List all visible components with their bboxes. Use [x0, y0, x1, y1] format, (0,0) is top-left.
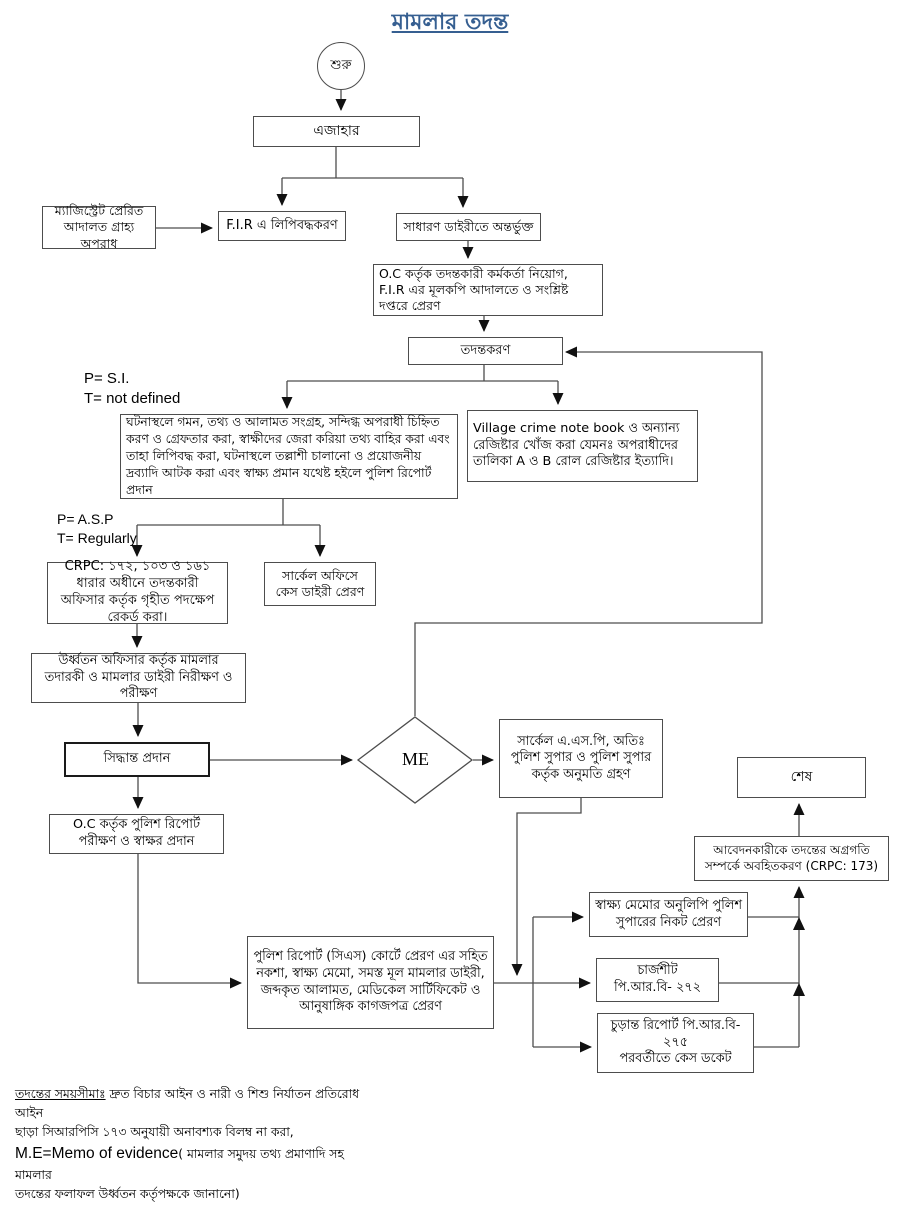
fir-record-box: F.I.R এ লিপিবদ্ধকরণ — [218, 211, 346, 241]
footer-line-3: M.E=Memo of evidence( মামলার সমুদয় তথ্য… — [15, 1145, 344, 1183]
circle-office-case-diary-box: সার্কেল অফিসে কেস ডাইরী প্রেরণ — [264, 562, 376, 606]
police-report-cs-court-box: পুলিশ রিপোর্ট (সিএস) কোর্টে প্রেরণ এর সহ… — [247, 936, 494, 1029]
evidence-memo-copy-box: স্বাক্ষ্য মেমোর অনুলিপি পুলিশ সুপারের নি… — [589, 892, 748, 937]
me-decision-diamond — [356, 716, 474, 804]
footer-line-4: তদন্তের ফলাফল উর্ধ্বতন কর্তৃপক্ষকে জানান… — [15, 1187, 240, 1202]
end-node: শেষ — [737, 757, 866, 798]
crpc-record-box: CRPC: ১৭২, ১০৩ ও ১৬১ ধারার অধীনে তদন্তকা… — [47, 559, 228, 625]
scene-actions-box: ঘটনাস্থলে গমন, তথ্য ও আলামত সংগ্রহ, সন্দ… — [120, 414, 458, 499]
village-crime-notebook-box: Village crime note book ও অন্যান্য রেজিষ… — [467, 410, 698, 482]
final-report-box: চুড়ান্ত রিপোর্ট পি.আর.বি- ২৭৫ পরবর্তীতে… — [597, 1013, 754, 1073]
up-arrowhead — [793, 983, 805, 996]
oc-police-report-sign-box: O.C কর্তৃক পুলিশ রিপোর্ট পরীক্ষণ ও স্বাক… — [49, 814, 224, 854]
asp-note-annotation: P= A.S.P T= Regularly — [57, 511, 137, 546]
oc-assign-officer-box: O.C কর্তৃক তদন্তকারী কর্মকর্তা নিয়োগ, F… — [373, 264, 603, 316]
footer-line-1: তদন্তের সময়সীমাঃ দ্রুত বিচার আইন ও নারী… — [15, 1087, 360, 1121]
magistrate-offence-box: ম্যাজিস্ট্রেট প্রেরিত আদালত গ্রাহ্য অপরা… — [42, 203, 156, 251]
footer-line-2: ছাড়া সিআরপিসি ১৭৩ অনুযায়ী অনাবশ্যক বিল… — [15, 1125, 294, 1140]
senior-officer-supervision-box: উর্ধ্বতন অফিসার কর্তৃক মামলার তদারকী ও ম… — [31, 653, 246, 703]
chargesheet-box: চার্জশীট পি.আর.বি- ২৭২ — [596, 958, 719, 1002]
decision-box: সিদ্ধান্ত প্রদান — [64, 742, 210, 777]
investigation-box: তদন্তকরণ — [408, 337, 563, 365]
up-arrowhead — [793, 917, 805, 930]
start-node: শুরু — [317, 42, 365, 90]
footer-note: তদন্তের সময়সীমাঃ দ্রুত বিচার আইন ও নারী… — [15, 1085, 375, 1204]
general-diary-box: সাধারণ ডাইরীতে অন্তর্ভুক্ত — [396, 213, 541, 241]
applicant-inform-box: আবেদনকারীকে তদন্তের অগ্রগতি সম্পর্কে অবহ… — [694, 836, 889, 881]
si-note-annotation: P= S.I. T= not defined — [84, 370, 181, 408]
circle-asp-approval-box: সার্কেল এ.এস.পি, অতিঃ পুলিশ সুপার ও পুলি… — [499, 719, 663, 798]
ejahar-box: এজাহার — [253, 116, 420, 147]
page-title: মামলার তদন্ত — [391, 10, 509, 35]
me-diamond-label: ME — [402, 749, 429, 770]
